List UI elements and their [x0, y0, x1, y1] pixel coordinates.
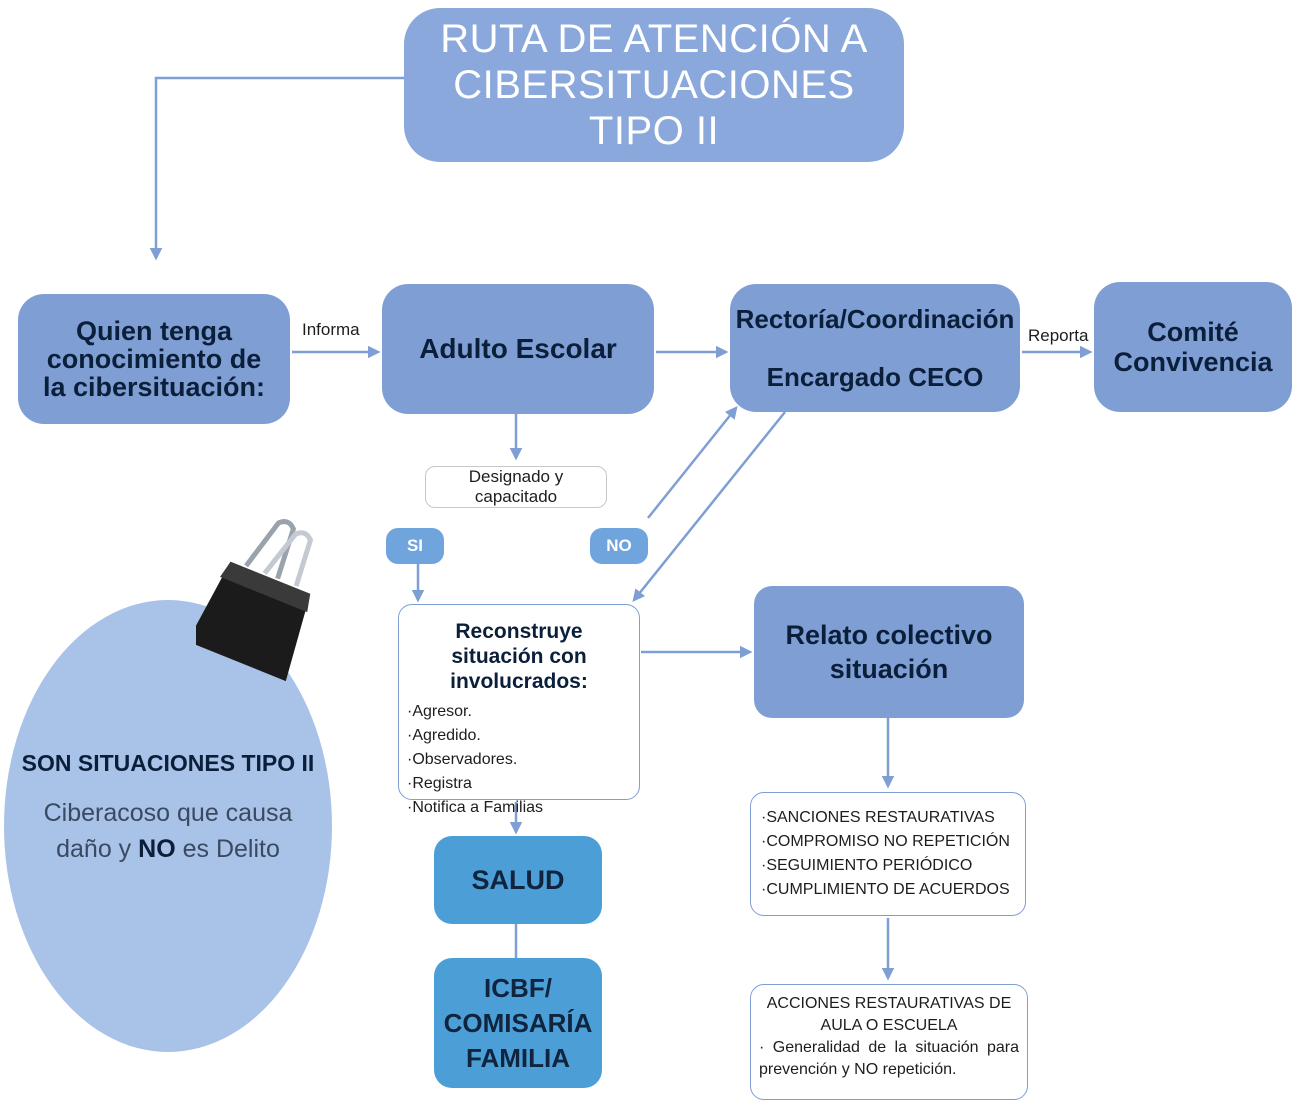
acciones-title: ACCIONES RESTAURATIVAS DE AULA O ESCUELA: [766, 995, 1012, 1034]
quien-text: Quien tenga conocimiento de la cibersitu…: [42, 316, 266, 402]
diagram-title-text: RUTA DE ATENCIÓN A CIBERSITUACIONES TIPO…: [440, 17, 868, 153]
rectoria-to-reconstruye-arrow: [632, 411, 786, 602]
list-item: Notifica a Familias: [407, 796, 631, 820]
diagram-title: RUTA DE ATENCIÓN A CIBERSITUACIONES TIPO…: [404, 8, 904, 162]
quien-node: Quien tenga conocimiento de la cibersitu…: [18, 294, 290, 424]
acciones-body-wrap: · Generalidad de la situación para preve…: [759, 1039, 1019, 1078]
salud-node: SALUD: [434, 836, 602, 924]
reconstruye-title: Reconstruye situación con involucrados:: [450, 620, 588, 693]
acciones-body: Generalidad de la situación para prevenc…: [759, 1039, 1019, 1078]
icbf-node: ICBF/ COMISARÍA FAMILIA: [434, 958, 602, 1088]
binder-clip-icon: [196, 519, 314, 682]
comite-text: Comité Convivencia: [1113, 317, 1273, 377]
list-item: SEGUIMIENTO PERIÓDICO: [761, 854, 1010, 878]
circle-text-bold: NO: [138, 835, 176, 863]
adulto-node: Adulto Escolar: [382, 284, 654, 414]
acciones-node: ACCIONES RESTAURATIVAS DE AULA O ESCUELA…: [750, 984, 1028, 1100]
informa-label: Informa: [302, 320, 360, 339]
comite-node: Comité Convivencia: [1094, 282, 1292, 412]
sanciones-list: SANCIONES RESTAURATIVAS COMPROMISO NO RE…: [761, 806, 1010, 902]
designado-node: Designado y capacitado: [425, 466, 607, 508]
reconstruye-node: Reconstruye situación con involucrados: …: [398, 604, 640, 816]
no-pill: NO: [590, 528, 648, 564]
list-item: COMPROMISO NO REPETICIÓN: [761, 830, 1010, 854]
icbf-text: ICBF/ COMISARÍA FAMILIA: [443, 972, 593, 1073]
si-text: SI: [406, 536, 424, 555]
sanciones-node: SANCIONES RESTAURATIVAS COMPROMISO NO RE…: [750, 792, 1026, 916]
list-item: Registra: [407, 772, 631, 796]
tipo-ii-circle: SON SITUACIONES TIPO II Ciberacoso que c…: [4, 600, 332, 1052]
no-text: NO: [606, 536, 632, 555]
rectoria-line1: Rectoría/Coordinación: [735, 304, 1015, 334]
circle-text: Ciberacoso que causa daño y NO es Delito: [24, 795, 312, 867]
relato-node: Relato colectivo situación: [754, 586, 1024, 718]
adulto-text: Adulto Escolar: [419, 333, 617, 364]
reconstruye-list: Agresor. Agredido. Observadores. Registr…: [407, 700, 631, 820]
rectoria-line2: Encargado CECO: [766, 362, 984, 392]
designado-text: Designado y capacitado: [468, 467, 564, 506]
title-to-quien-arrow: [149, 76, 404, 261]
circle-text-after: es Delito: [182, 835, 280, 863]
relato-text: Relato colectivo situación: [785, 620, 993, 684]
list-item: Agresor.: [407, 700, 631, 724]
list-item: CUMPLIMIENTO DE ACUERDOS: [761, 878, 1010, 902]
list-item: SANCIONES RESTAURATIVAS: [761, 806, 1010, 830]
reporta-label: Reporta: [1028, 326, 1089, 345]
circle-text-before: Ciberacoso que causa daño y: [43, 799, 293, 863]
list-item: Observadores.: [407, 748, 631, 772]
si-pill: SI: [386, 528, 444, 564]
salud-text: SALUD: [471, 864, 565, 895]
rectoria-node: Rectoría/Coordinación Encargado CECO: [730, 284, 1020, 412]
circle-heading: SON SITUACIONES TIPO II: [21, 750, 315, 776]
list-item: Agredido.: [407, 724, 631, 748]
no-to-rectoria-arrow: [647, 406, 738, 519]
